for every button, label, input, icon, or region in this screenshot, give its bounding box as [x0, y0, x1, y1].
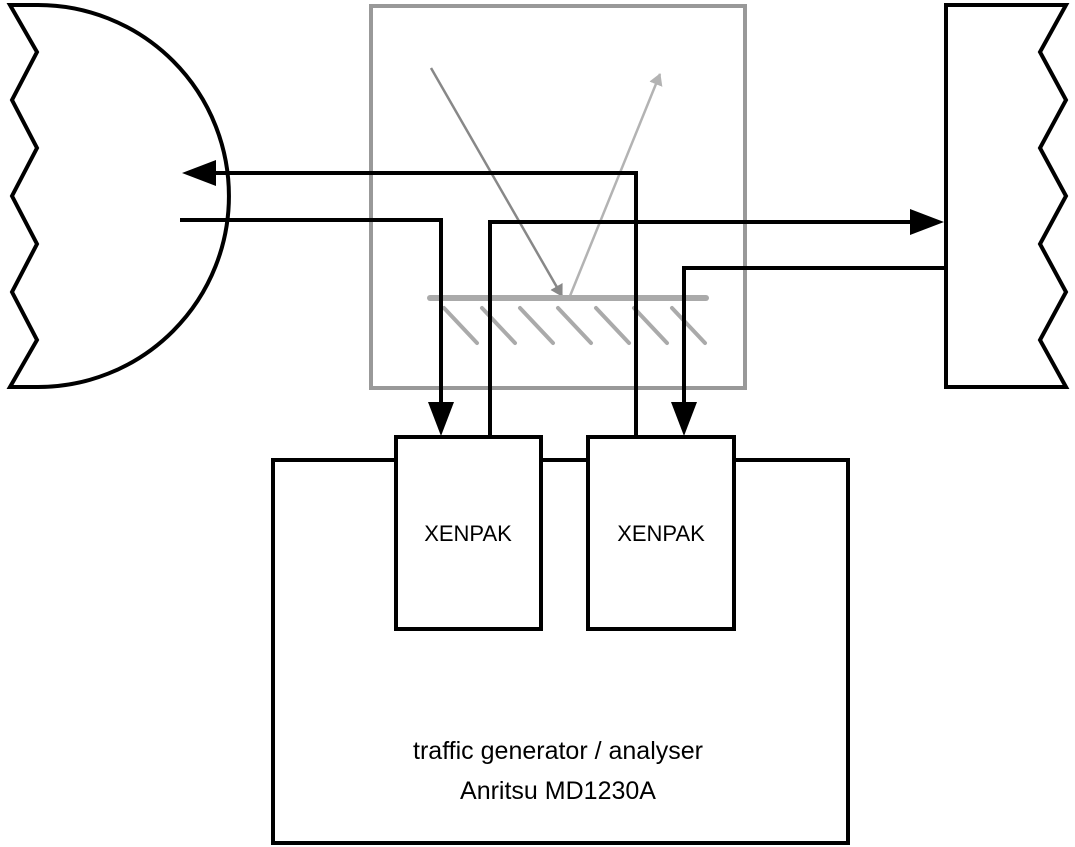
- device-description-line2: Anritsu MD1230A: [460, 777, 656, 805]
- arrowhead-into-module1: [428, 402, 454, 436]
- xenpak-module-1-label: XENPAK: [424, 521, 512, 546]
- splitter-frame: [369, 4, 747, 390]
- xenpak-module-2: [586, 435, 736, 631]
- reflected-beam: [568, 73, 663, 297]
- xenpak-module-2-label: XENPAK: [617, 521, 705, 546]
- device-description-line1: traffic generator / analyser: [413, 737, 703, 765]
- mirror-hatching: [442, 306, 707, 345]
- left-network-shape: [6, 2, 231, 389]
- link-left-network-to-module1: [180, 218, 443, 405]
- link-module2-to-left-network: [210, 171, 638, 437]
- arrowhead-into-left-network: [182, 160, 216, 186]
- incident-beam: [429, 67, 564, 297]
- link-right-network-to-module2: [682, 266, 946, 405]
- xenpak-module-1: [394, 435, 543, 631]
- arrowhead-into-module2: [671, 402, 697, 436]
- arrowhead-into-right-network: [910, 209, 944, 235]
- optical-splitter: [369, 4, 747, 390]
- link-module1-to-right-network: [488, 220, 912, 437]
- traffic-analyser-box: [271, 458, 850, 845]
- right-network-shape: [944, 3, 1070, 389]
